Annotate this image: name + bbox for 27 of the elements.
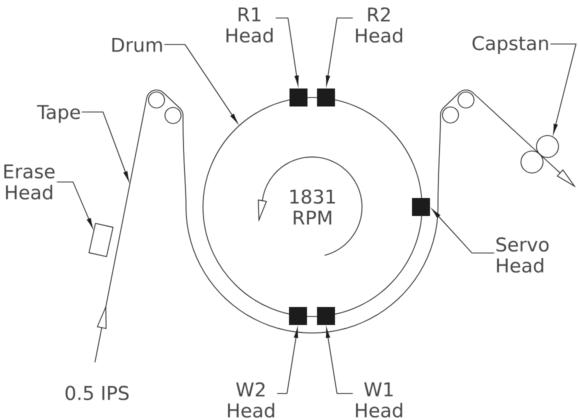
tape-head <box>289 307 307 325</box>
leader-line <box>164 44 238 124</box>
part-label: W1 Head <box>356 382 402 418</box>
leader-line <box>276 18 299 86</box>
part-label: Erase Head <box>4 164 55 200</box>
leader-line <box>432 209 494 254</box>
leader-line <box>277 328 298 394</box>
part-label: Servo Head <box>496 237 549 273</box>
part-label: Tape <box>37 105 80 123</box>
leader-line <box>56 182 93 228</box>
part-label: Drum <box>112 38 162 52</box>
speed-label: 0.5 IPS <box>66 386 129 400</box>
tape-head <box>317 307 335 325</box>
part-label: W2 Head <box>228 382 274 418</box>
part-label: Capstan <box>472 36 548 54</box>
tape-head <box>412 198 430 216</box>
capstan-roller <box>536 135 559 158</box>
leader-line <box>326 328 353 394</box>
tape-head <box>88 223 114 257</box>
part-label: R1 Head <box>226 7 273 43</box>
part-label: R2 Head <box>356 7 402 43</box>
pinch-roller <box>520 150 544 174</box>
leader-line <box>550 44 576 134</box>
leader-line <box>326 18 353 86</box>
leader-line <box>82 112 130 182</box>
tape-head <box>290 88 308 106</box>
tape-head <box>317 88 335 106</box>
